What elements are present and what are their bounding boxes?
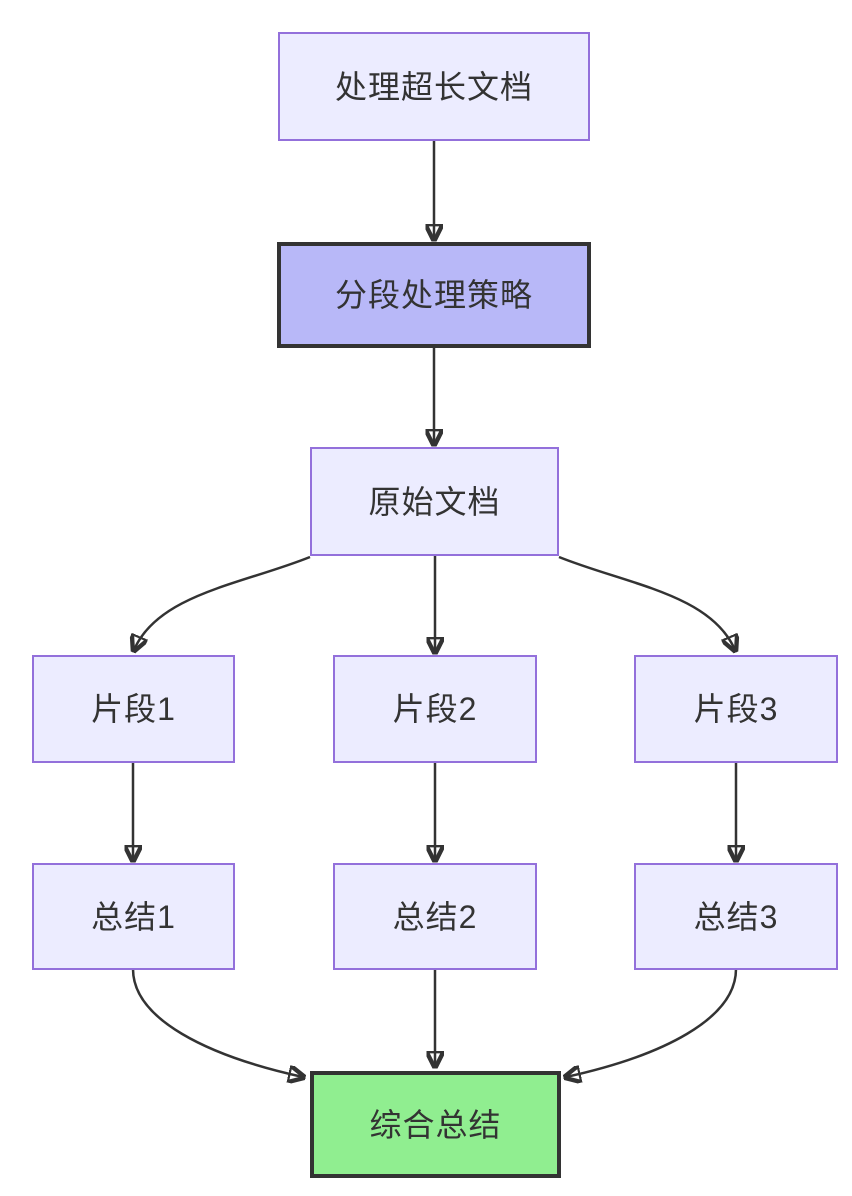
node-label: 总结2 <box>392 898 478 935</box>
node-label: 分段处理策略 <box>334 277 533 313</box>
node-summary-2: 总结2 <box>333 863 537 970</box>
edge-original-frag3 <box>558 555 735 650</box>
node-label: 片段3 <box>693 691 779 727</box>
node-label: 综合总结 <box>369 1106 502 1143</box>
node-label: 总结3 <box>693 898 779 935</box>
node-label: 处理超长文档 <box>334 68 533 105</box>
node-fragment-1: 片段1 <box>32 655 235 763</box>
node-fragment-3: 片段3 <box>634 655 838 763</box>
edge-original-frag1 <box>134 555 311 650</box>
node-original-document: 原始文档 <box>310 447 559 556</box>
node-label: 片段1 <box>91 691 176 727</box>
node-summary-1: 总结1 <box>32 863 235 970</box>
node-process-long-document: 处理超长文档 <box>278 32 590 141</box>
node-segmentation-strategy: 分段处理策略 <box>277 242 591 348</box>
node-combined-summary: 综合总结 <box>310 1071 561 1178</box>
node-label: 总结1 <box>91 898 176 935</box>
node-label: 原始文档 <box>368 483 501 520</box>
edge-sum3-final <box>566 968 738 1077</box>
node-label: 片段2 <box>392 691 478 727</box>
edge-sum1-final <box>131 968 303 1077</box>
node-summary-3: 总结3 <box>634 863 838 970</box>
node-fragment-2: 片段2 <box>333 655 537 763</box>
